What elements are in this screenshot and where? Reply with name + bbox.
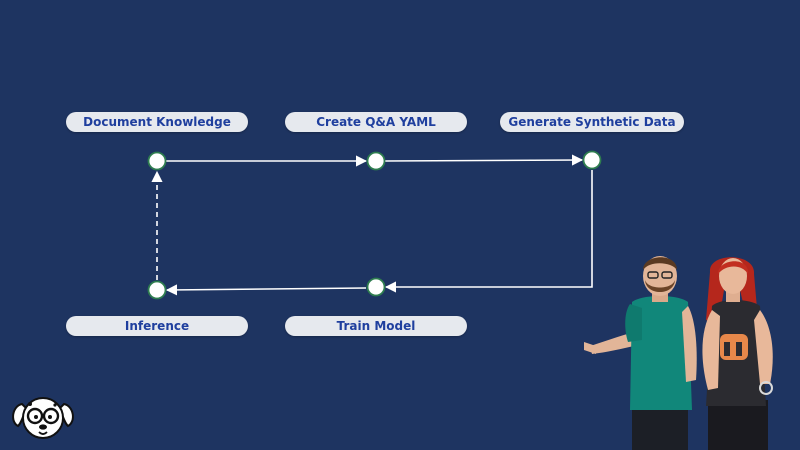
presenter-man bbox=[584, 256, 697, 450]
node-inference bbox=[147, 280, 167, 300]
dog-with-glasses-logo-icon bbox=[12, 397, 74, 439]
step-label-document-knowledge: Document Knowledge bbox=[66, 112, 248, 132]
step-label-inference: Inference bbox=[66, 316, 248, 336]
node-generate-synthetic-data bbox=[582, 150, 602, 170]
step-label-generate-synthetic-data: Generate Synthetic Data bbox=[500, 112, 684, 132]
flow-arrow-train-to-inference bbox=[165, 284, 367, 296]
step-label-create-qa-yaml: Create Q&A YAML bbox=[285, 112, 467, 132]
flow-arrow-qa-to-generate bbox=[384, 154, 584, 166]
presenter-woman bbox=[702, 257, 773, 450]
node-create-qa-yaml bbox=[366, 151, 386, 171]
two-presenter-characters-illustration bbox=[584, 256, 773, 450]
node-document-knowledge bbox=[147, 151, 167, 171]
node-train-model bbox=[366, 277, 386, 297]
step-label-train-model: Train Model bbox=[285, 316, 467, 336]
flow-arrow-generate-to-train bbox=[384, 170, 593, 293]
